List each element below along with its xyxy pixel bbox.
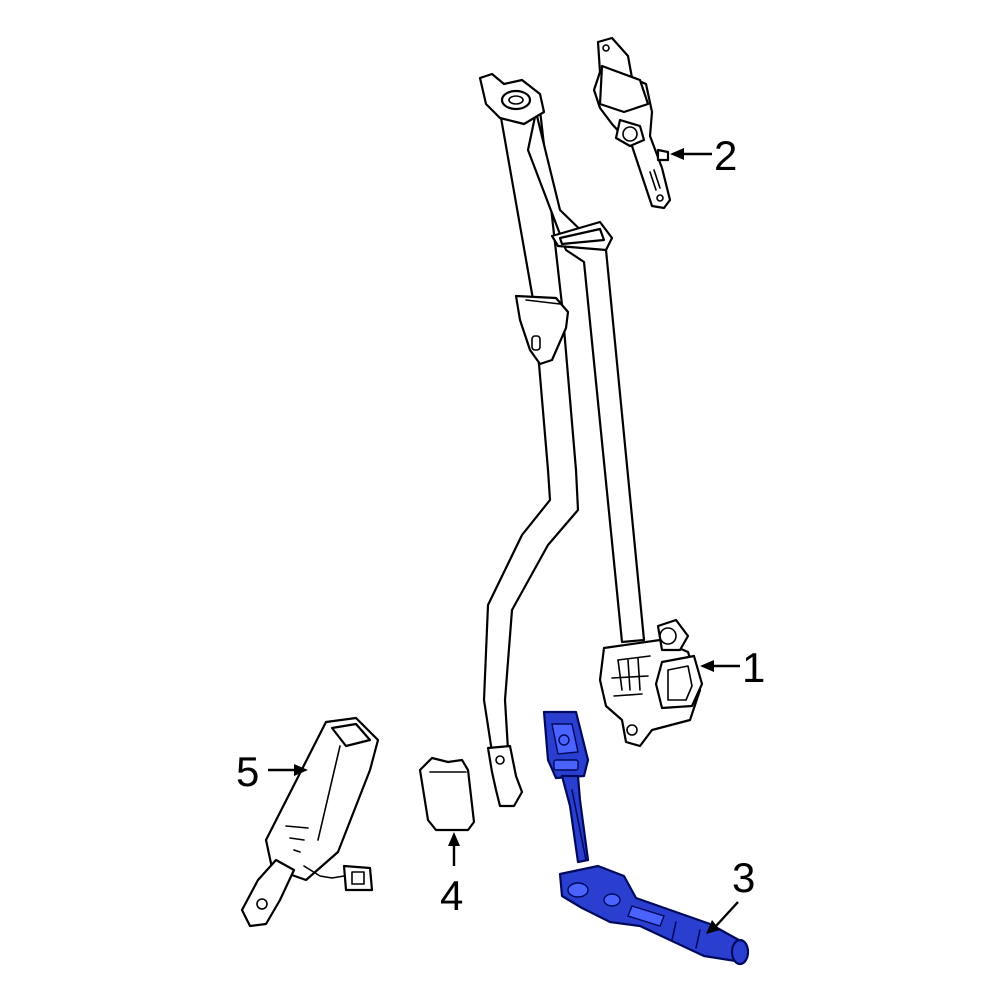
callout-1-label: 1 (742, 644, 765, 691)
callout-3: 3 (706, 854, 755, 934)
callout-4: 4 (440, 832, 463, 919)
callout-2: 2 (670, 132, 737, 179)
callout-1: 1 (700, 644, 765, 691)
part-4-cover[interactable] (418, 756, 476, 832)
part-3-buckle-pretensioner[interactable] (542, 710, 750, 966)
part-5-buckle-harness[interactable] (240, 716, 380, 928)
callout-5: 5 (236, 748, 308, 795)
part-2-height-adjuster[interactable] (592, 36, 672, 210)
callout-3-label: 3 (732, 854, 755, 901)
callout-5-label: 5 (236, 748, 259, 795)
part-1-retractor-belt[interactable] (478, 72, 704, 808)
callout-4-label: 4 (440, 872, 463, 919)
callout-2-label: 2 (714, 132, 737, 179)
